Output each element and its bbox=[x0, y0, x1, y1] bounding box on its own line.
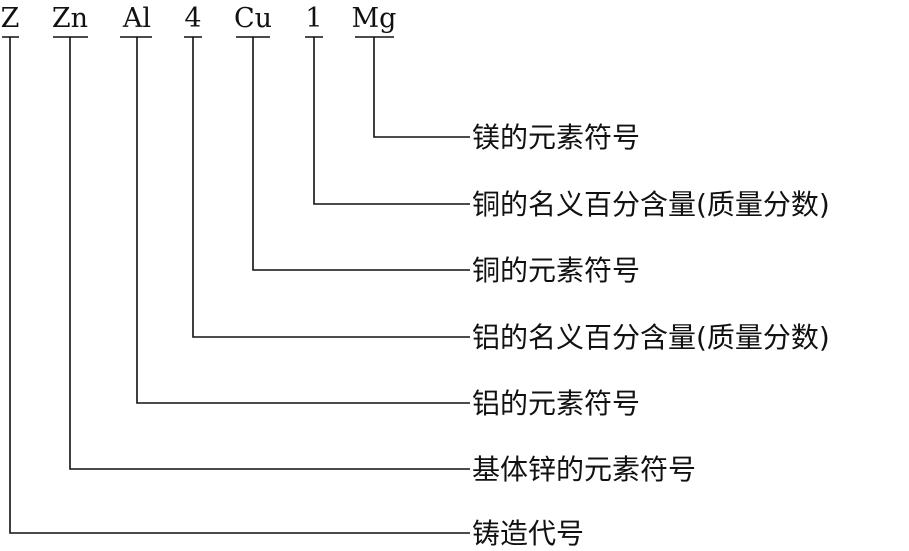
connector-1 bbox=[313, 37, 470, 205]
label-casting-code: 铸造代号 bbox=[472, 517, 584, 550]
label-cu-symbol: 铜的元素符号 bbox=[472, 254, 640, 287]
code-part-zn: Zn bbox=[52, 3, 88, 34]
connector-al bbox=[136, 37, 470, 404]
label-cu-content: 铜的名义百分含量(质量分数) bbox=[472, 188, 830, 221]
label-mg-symbol: 镁的元素符号 bbox=[472, 121, 640, 154]
connectors bbox=[9, 37, 470, 534]
code-row: Z Zn Al 4 Cu 1 Mg bbox=[1, 3, 397, 34]
label-al-content: 铝的名义百分含量(质量分数) bbox=[472, 321, 830, 354]
code-part-mg: Mg bbox=[352, 3, 397, 34]
connector-z bbox=[9, 37, 470, 534]
connector-4 bbox=[192, 37, 470, 338]
connector-zn bbox=[69, 37, 470, 470]
code-part-al: Al bbox=[122, 3, 151, 34]
code-part-cu: Cu bbox=[234, 3, 272, 34]
description-labels: 镁的元素符号 铜的名义百分含量(质量分数) 铜的元素符号 铝的名义百分含量(质量… bbox=[472, 121, 830, 550]
connector-mg bbox=[373, 37, 470, 138]
label-al-symbol: 铝的元素符号 bbox=[472, 387, 640, 420]
code-part-1: 1 bbox=[305, 3, 322, 34]
code-part-z: Z bbox=[1, 3, 20, 34]
label-zn-symbol: 基体锌的元素符号 bbox=[472, 453, 696, 486]
code-part-4: 4 bbox=[184, 3, 201, 34]
connector-cu bbox=[252, 37, 470, 271]
